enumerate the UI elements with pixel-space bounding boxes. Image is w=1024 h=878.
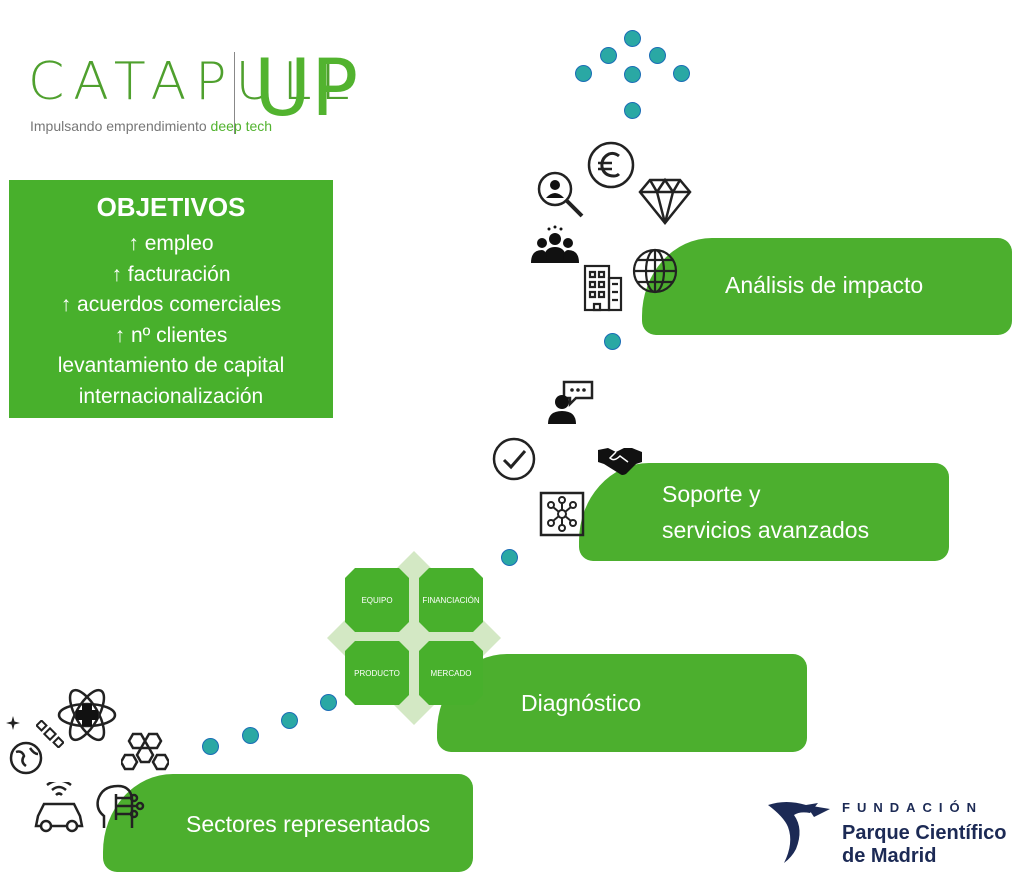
step-soporte-line2: servicios avanzados bbox=[662, 517, 870, 543]
diamond-icon bbox=[638, 177, 692, 225]
atom-medical-icon bbox=[57, 688, 117, 742]
sparkle-icon bbox=[6, 716, 20, 730]
footer-line1: Parque Científico bbox=[842, 822, 1007, 844]
path-dot bbox=[202, 738, 219, 755]
connected-car-icon bbox=[34, 782, 84, 833]
arrow-dot bbox=[624, 66, 641, 83]
checkmark-icon bbox=[492, 437, 536, 481]
tagline-main: Impulsando emprendimiento bbox=[30, 118, 211, 134]
network-icon bbox=[539, 491, 585, 537]
step-diagnostico: Diagnóstico bbox=[437, 654, 807, 752]
footer-line2: de Madrid bbox=[842, 845, 937, 867]
objective-item: levantamiento de capital bbox=[57, 354, 285, 377]
path-dot bbox=[604, 333, 621, 350]
step-soporte: Soporte y servicios avanzados bbox=[579, 463, 949, 561]
objective-item: ↑ facturación bbox=[111, 262, 231, 286]
fundacion-logo-icon bbox=[768, 802, 830, 863]
matrix-cell-mercado: MERCADO bbox=[419, 641, 483, 705]
objective-item: internacionalización bbox=[78, 384, 264, 408]
step-analisis: Análisis de impacto bbox=[642, 238, 1012, 335]
handshake-icon bbox=[598, 448, 642, 475]
ai-head-icon bbox=[96, 784, 145, 828]
objectives-list: ↑ empleo ↑ facturación ↑ acuerdos comerc… bbox=[9, 229, 333, 412]
objective-item: ↑ acuerdos comerciales bbox=[60, 293, 282, 316]
brand-logo-text: CATAPULL bbox=[28, 52, 359, 112]
search-person-icon bbox=[537, 171, 584, 218]
matrix-cell-equipo: EQUIPO bbox=[345, 568, 409, 632]
step-soporte-label: Soporte y servicios avanzados bbox=[662, 476, 869, 548]
step-sectores: Sectores representados bbox=[103, 774, 473, 872]
chat-person-icon bbox=[548, 380, 594, 424]
arrow-dot bbox=[624, 30, 641, 47]
brand-up-text: UP bbox=[254, 44, 359, 134]
globe-icon bbox=[9, 741, 43, 775]
path-dot bbox=[242, 727, 259, 744]
arrow-dot bbox=[673, 65, 690, 82]
objectives-title: OBJETIVOS bbox=[96, 192, 246, 222]
satellite-icon bbox=[36, 720, 64, 748]
team-icon bbox=[531, 225, 579, 263]
footer-fundacion: FUNDACIÓN bbox=[842, 800, 983, 815]
euro-icon bbox=[587, 141, 635, 189]
logo-divider bbox=[234, 52, 235, 134]
step-sectores-label: Sectores representados bbox=[186, 810, 431, 837]
path-dot bbox=[281, 712, 298, 729]
molecule-icon bbox=[121, 732, 169, 771]
tagline-accent: deep tech bbox=[210, 118, 273, 134]
path-dot bbox=[501, 549, 518, 566]
footer-name: Parque Científico de Madrid bbox=[842, 822, 1006, 868]
brand-tagline: Impulsando emprendimiento deep tech bbox=[30, 118, 272, 134]
objective-item: ↑ empleo bbox=[128, 232, 214, 255]
step-analisis-label: Análisis de impacto bbox=[725, 272, 924, 298]
arrow-dot bbox=[649, 47, 666, 64]
arrow-dot bbox=[575, 65, 592, 82]
building-icon bbox=[583, 264, 623, 312]
matrix-cell-financiacion: FINANCIACIÓN bbox=[419, 568, 483, 632]
objectives-box: OBJETIVOS ↑ empleo ↑ facturación ↑ acuer… bbox=[9, 180, 333, 418]
step-diagnostico-label: Diagnóstico bbox=[521, 689, 642, 716]
world-icon bbox=[632, 248, 678, 294]
matrix-cell-producto: PRODUCTO bbox=[345, 641, 409, 705]
arrow-dot bbox=[624, 102, 641, 119]
step-soporte-line1: Soporte y bbox=[662, 481, 761, 507]
path-dot bbox=[320, 694, 337, 711]
arrow-dot bbox=[600, 47, 617, 64]
objective-item: ↑ nº clientes bbox=[114, 323, 228, 347]
